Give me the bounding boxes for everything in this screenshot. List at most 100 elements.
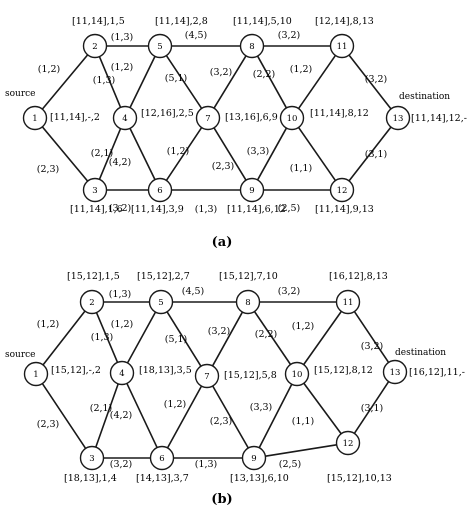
edge-label-12-13: (3,1) (361, 403, 384, 414)
diagram-panel-b: (1,2)(2,3)(1,3)(1,3)(2,1)(3,2)(1,2)(4,2)… (5, 271, 465, 507)
edge-label-6-9: (1,3) (195, 459, 218, 470)
edge-4-5 (126, 311, 157, 364)
node-tag-1: [15,12],-,2 (51, 365, 101, 376)
edge-10-12 (303, 382, 342, 435)
node-number-13: 13 (390, 368, 401, 378)
node-tag-12: [15,12],10,13 (327, 473, 392, 484)
edge-label-4-5: (1,2) (111, 319, 134, 330)
edge-9-10 (256, 127, 288, 181)
edge-3-4 (95, 383, 119, 448)
edge-label-7-9: (2,3) (210, 416, 233, 427)
edge-label-8-11: (3,2) (278, 30, 301, 41)
node-circle-7 (194, 363, 220, 389)
edge-7-9 (212, 385, 249, 449)
edge-6-7 (165, 127, 203, 181)
node-6: 6 (147, 177, 173, 203)
destination-label: destination (399, 92, 450, 102)
node-number-2: 2 (89, 298, 94, 308)
node-number-12: 12 (343, 439, 354, 449)
node-number-3: 3 (92, 186, 97, 196)
edge-1-2 (42, 310, 86, 366)
node-number-10: 10 (287, 114, 298, 124)
node-tag-5: [15,12],2,7 (137, 271, 190, 282)
node-circle-5 (147, 33, 173, 59)
edge-label-5-7: (5,1) (165, 73, 188, 84)
edge-label-2-5: (1,3) (109, 289, 132, 300)
node-tag-2: [11,14],1,5 (72, 16, 125, 27)
node-tag-3: [18,13],1,4 (64, 473, 117, 484)
edge-label-6-7: (1,2) (164, 399, 187, 410)
node-tag-4: [18,13],3,5 (139, 365, 192, 376)
source-label: source (5, 89, 36, 99)
edge-label-2-4: (1,3) (91, 332, 114, 343)
edge-1-2 (41, 54, 89, 110)
node-7: 7 (195, 105, 221, 131)
edge-label-10-12: (1,1) (292, 416, 315, 427)
edge-label-1-3: (2,3) (37, 419, 60, 430)
edge-7-8 (211, 311, 244, 367)
edge-9-10 (258, 383, 293, 449)
node-tag-11: [16,12],8,13 (329, 271, 388, 282)
node-tag-7: [15,12],5,8 (224, 370, 277, 381)
node-tag-10: [15,12],8,12 (314, 365, 373, 376)
node-circle-8 (235, 289, 261, 315)
node-circle-3 (82, 177, 108, 203)
node-tag-13: [16,12],11,- (409, 367, 465, 378)
node-circle-11 (335, 289, 361, 315)
edge-5-7 (166, 311, 202, 367)
node-13: 13 (385, 105, 411, 131)
edge-label-4-6: (4,2) (109, 157, 132, 168)
node-tag-2: [15,12],1,5 (67, 271, 120, 282)
edge-label-5-8: (4,5) (182, 286, 205, 297)
edge-label-7-9: (2,3) (212, 161, 235, 172)
edge-label-5-8: (4,5) (185, 30, 208, 41)
node-tag-4: [12,16],2,5 (141, 108, 194, 119)
node-2: 2 (82, 33, 108, 59)
node-10: 10 (284, 361, 310, 387)
edge-2-4 (95, 312, 119, 363)
node-circle-3 (79, 445, 105, 471)
node-12: 12 (329, 177, 355, 203)
node-circle-2 (82, 33, 108, 59)
node-number-6: 6 (157, 186, 162, 196)
edge-4-6 (126, 383, 158, 448)
edge-label-1-2: (1,2) (38, 64, 61, 75)
edge-label-9-12: (2,5) (278, 203, 301, 214)
node-circle-12 (329, 177, 355, 203)
node-5: 5 (147, 33, 173, 59)
node-11: 11 (329, 33, 355, 59)
edge-label-2-5: (1,3) (111, 32, 134, 43)
node-number-7: 7 (205, 114, 210, 124)
node-tag-13: [11,14],12,- (411, 113, 467, 124)
edge-label-8-11: (3,2) (278, 286, 301, 297)
node-number-8: 8 (249, 42, 254, 52)
node-circle-8 (239, 33, 265, 59)
node-circle-5 (148, 289, 174, 315)
node-circle-6 (147, 177, 173, 203)
node-number-8: 8 (245, 298, 250, 308)
node-number-2: 2 (92, 42, 97, 52)
node-tag-11: [12,14],8,13 (315, 16, 374, 27)
node-circle-1 (23, 361, 49, 387)
node-number-5: 5 (157, 42, 162, 52)
edge-6-7 (166, 385, 203, 449)
node-circle-13 (385, 105, 411, 131)
edge-7-8 (213, 55, 247, 109)
node-number-11: 11 (343, 298, 354, 308)
source-label: source (5, 350, 36, 360)
edge-label-10-12: (1,1) (290, 163, 313, 174)
node-circle-11 (329, 33, 355, 59)
edge-11-13 (353, 311, 390, 363)
node-13: 13 (382, 359, 408, 385)
figure-caption: (b) (211, 492, 232, 507)
edge-label-8-10: (2,2) (253, 69, 276, 80)
figure-caption: (a) (212, 235, 233, 250)
node-tag-9: [11,14],6,12 (227, 204, 286, 215)
node-tag-10: [11,14],8,12 (310, 108, 369, 119)
node-tag-8: [11,14],5,10 (233, 16, 292, 27)
edge-12-13 (353, 381, 390, 434)
node-tag-3: [11,14],1,6 (70, 204, 123, 215)
node-number-4: 4 (119, 369, 124, 379)
